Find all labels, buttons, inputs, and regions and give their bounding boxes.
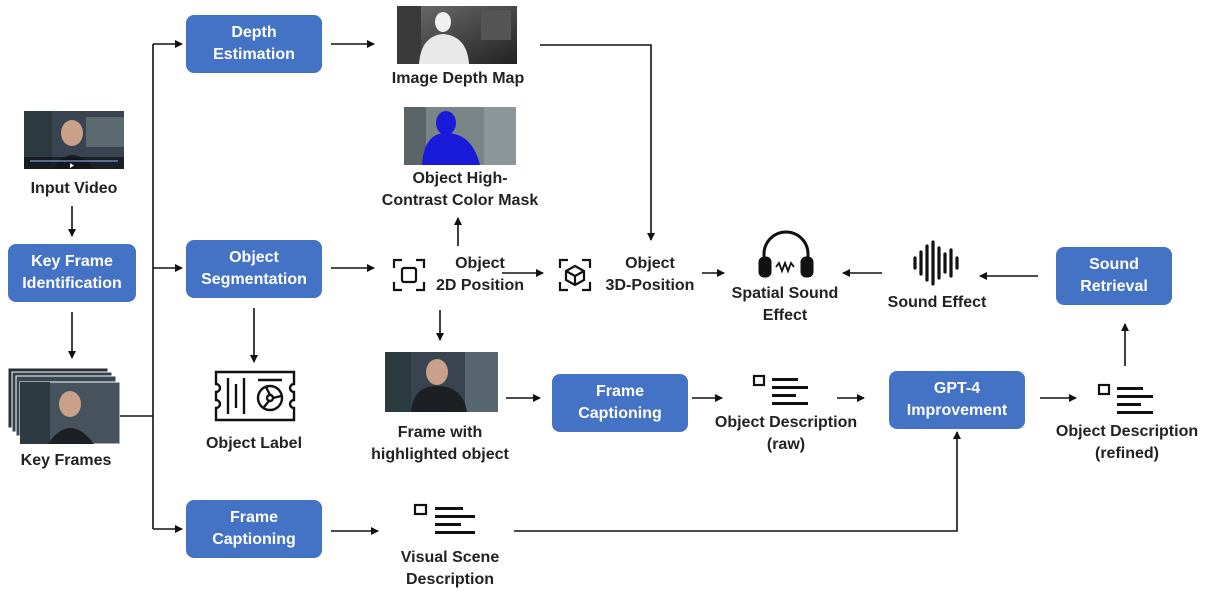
object-description-refined-label: Object Description (refined) [1048, 421, 1206, 465]
box-label-line: Frame [229, 509, 279, 526]
label-line: Object High- [412, 170, 508, 187]
box-label-line: Retrieval [1080, 278, 1148, 295]
sound-wave-icon [912, 240, 960, 286]
frame-captioning-scene-button[interactable]: Frame Captioning [186, 500, 322, 558]
box-label-line: Sound [1089, 256, 1139, 273]
label-line: Object Description [1055, 423, 1199, 440]
box-label-line: Object [229, 249, 279, 266]
depth-estimation-button[interactable]: Depth Estimation [186, 15, 322, 73]
depth-map-image [397, 6, 517, 64]
sound-effect-label: Sound Effect [874, 292, 1000, 314]
highlighted-frame-image [385, 352, 498, 412]
label-line: Input Video [30, 180, 118, 197]
object-description-raw-label: Object Description (raw) [706, 412, 866, 456]
box-label-line: Depth [231, 24, 277, 41]
label-line: 2D Position [435, 277, 524, 294]
image-depth-map-label: Image Depth Map [370, 68, 546, 90]
focus-frame-icon [392, 258, 426, 292]
text-lines-icon [413, 503, 485, 537]
key-frame-identification-button[interactable]: Key Frame Identification [8, 244, 136, 302]
label-line: (raw) [766, 436, 806, 453]
box-label-line: Segmentation [201, 271, 307, 288]
object-3d-position-label: Object 3D-Position [596, 253, 704, 297]
box-label-line: Captioning [212, 531, 296, 548]
color-mask-image [404, 107, 516, 165]
label-line: Sound Effect [887, 294, 987, 311]
label-line: Description [405, 571, 494, 588]
label-line: Key Frames [20, 452, 112, 469]
object-2d-position-label: Object 2D Position [426, 253, 534, 297]
key-frames-label: Key Frames [0, 450, 132, 472]
label-line: 3D-Position [605, 277, 695, 294]
label-line: Effect [762, 307, 808, 324]
headphones-icon [758, 228, 814, 280]
gpt4-improvement-button[interactable]: GPT-4 Improvement [889, 371, 1025, 429]
label-line: Image Depth Map [391, 70, 525, 87]
box-label-line: GPT-4 [933, 380, 981, 397]
label-line: Contrast Color Mask [381, 192, 539, 209]
label-line: Object Label [205, 435, 303, 452]
object-label-caption: Object Label [196, 433, 312, 455]
color-mask-label: Object High- Contrast Color Mask [360, 168, 560, 212]
input-video-thumbnail [24, 111, 124, 169]
box-label-line: Frame [595, 383, 645, 400]
label-line: Visual Scene [400, 549, 500, 566]
box-label-line: Captioning [578, 405, 662, 422]
label-line: Object [455, 255, 505, 272]
frame-highlighted-label: Frame with highlighted object [360, 422, 520, 466]
label-line: Object Description [714, 414, 858, 431]
input-video-label: Input Video [4, 178, 144, 200]
label-line: highlighted object [371, 446, 509, 463]
gpu-card-icon [210, 368, 300, 424]
box-label-line: Improvement [906, 402, 1008, 419]
spatial-sound-effect-label: Spatial Sound Effect [720, 283, 850, 327]
label-line: Spatial Sound [731, 285, 839, 302]
visual-scene-description-label: Visual Scene Description [380, 547, 520, 591]
label-line: Object [625, 255, 675, 272]
label-line: Frame with [397, 424, 483, 441]
cube-icon [558, 258, 592, 292]
label-line: (refined) [1095, 445, 1159, 462]
frame-captioning-object-button[interactable]: Frame Captioning [552, 374, 688, 432]
text-lines-icon [752, 374, 810, 408]
box-label-line: Identification [22, 275, 122, 292]
text-lines-icon [1097, 383, 1155, 417]
box-label-line: Estimation [213, 46, 295, 63]
box-label-line: Key Frame [31, 253, 113, 270]
key-frames-stack [8, 368, 120, 446]
sound-retrieval-button[interactable]: Sound Retrieval [1056, 247, 1172, 305]
object-segmentation-button[interactable]: Object Segmentation [186, 240, 322, 298]
